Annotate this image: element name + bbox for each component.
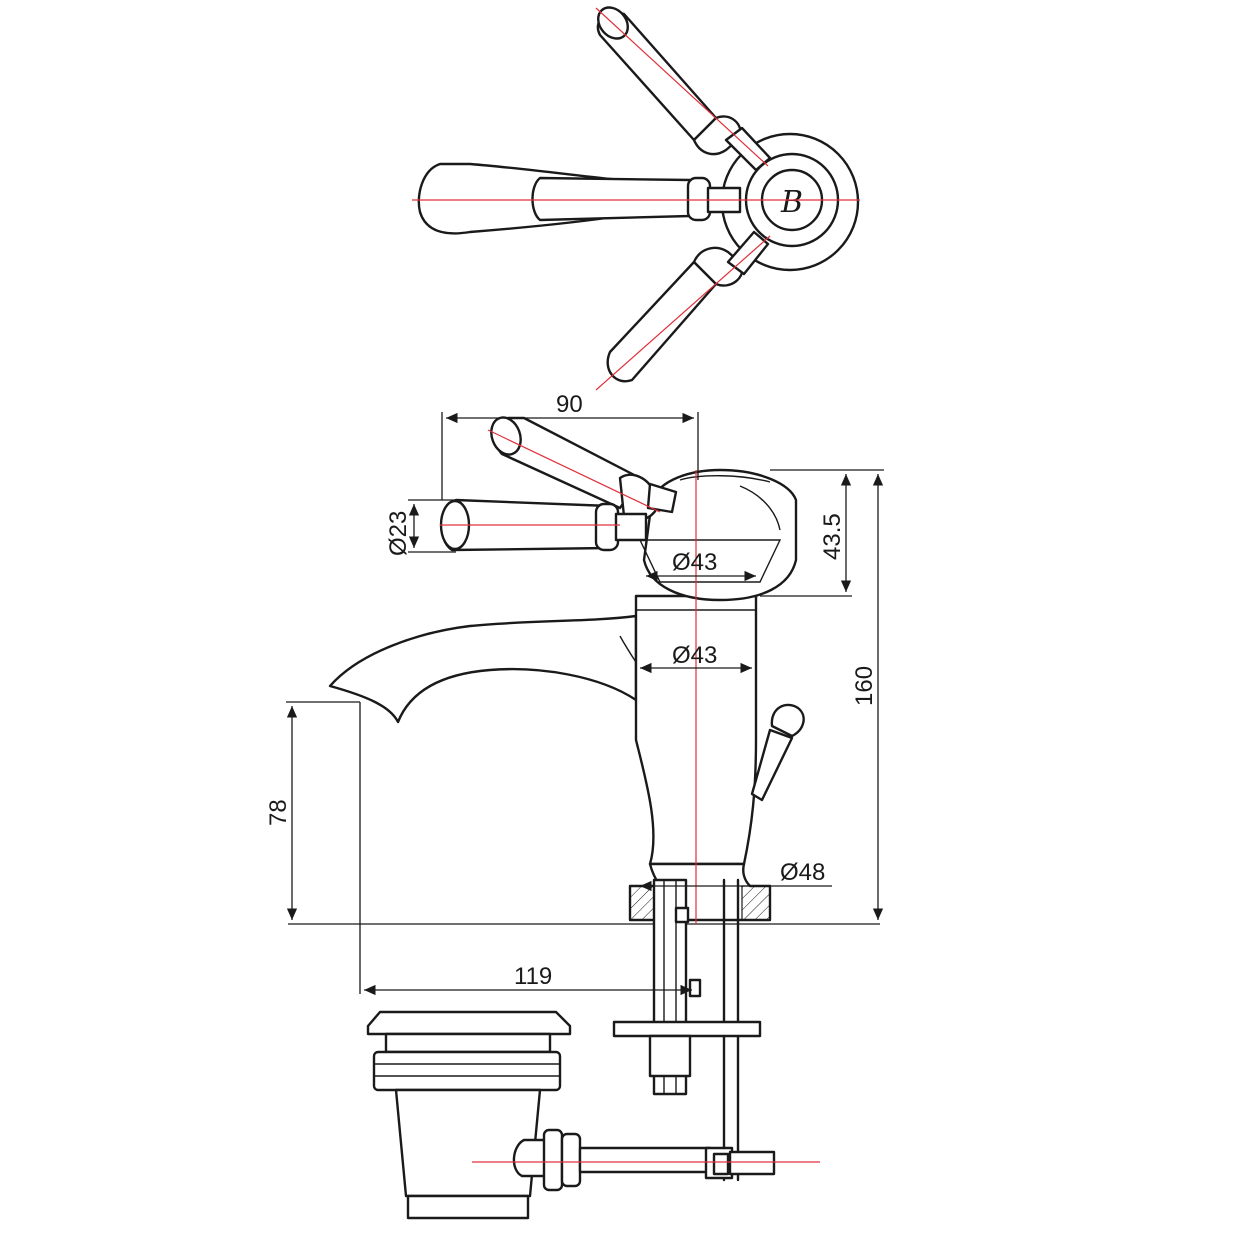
dim-label-base-diameter: Ø48 (780, 859, 825, 886)
dim-head-height: 43.5 (760, 469, 884, 597)
dim-body-lower-diameter: Ø43 (640, 642, 752, 674)
dim-label-spout-height: 78 (265, 799, 292, 826)
top-view: B (412, 6, 860, 391)
dim-spout-reach: 119 (364, 963, 692, 996)
top-centerline-upper (595, 7, 769, 167)
logo-mark: B (780, 185, 803, 220)
dim-label-body-lower-diameter: Ø43 (672, 642, 717, 669)
dim-label-handle-spread: 90 (556, 391, 583, 418)
spout (328, 614, 638, 724)
dim-handle-spread: 90 (441, 391, 699, 500)
dim-label-lever-diameter: Ø23 (385, 511, 412, 556)
raised-lever-centerline (487, 429, 661, 513)
top-lever-lower (606, 230, 770, 383)
side-view: 90 Ø23 Ø43 Ø43 43.5 160 (265, 391, 884, 1220)
dim-base-diameter: Ø48 (640, 859, 832, 892)
dim-spout-height: 78 (265, 701, 360, 920)
popup-knob (750, 703, 805, 802)
dim-body-upper-diameter: Ø43 (646, 549, 756, 582)
dim-label-head-height: 43.5 (819, 513, 846, 560)
top-lever-middle (417, 162, 742, 235)
dim-lever-diameter: Ø23 (385, 499, 456, 556)
dim-label-spout-reach: 119 (514, 963, 552, 990)
dim-overall-height: 160 (851, 474, 884, 920)
dim-label-overall-height: 160 (851, 666, 878, 706)
shank (612, 878, 762, 1182)
base-flange (628, 862, 772, 922)
top-centerline-lower (595, 235, 771, 391)
dim-label-body-upper-diameter: Ø43 (672, 549, 717, 576)
waste-drain (366, 1010, 820, 1220)
